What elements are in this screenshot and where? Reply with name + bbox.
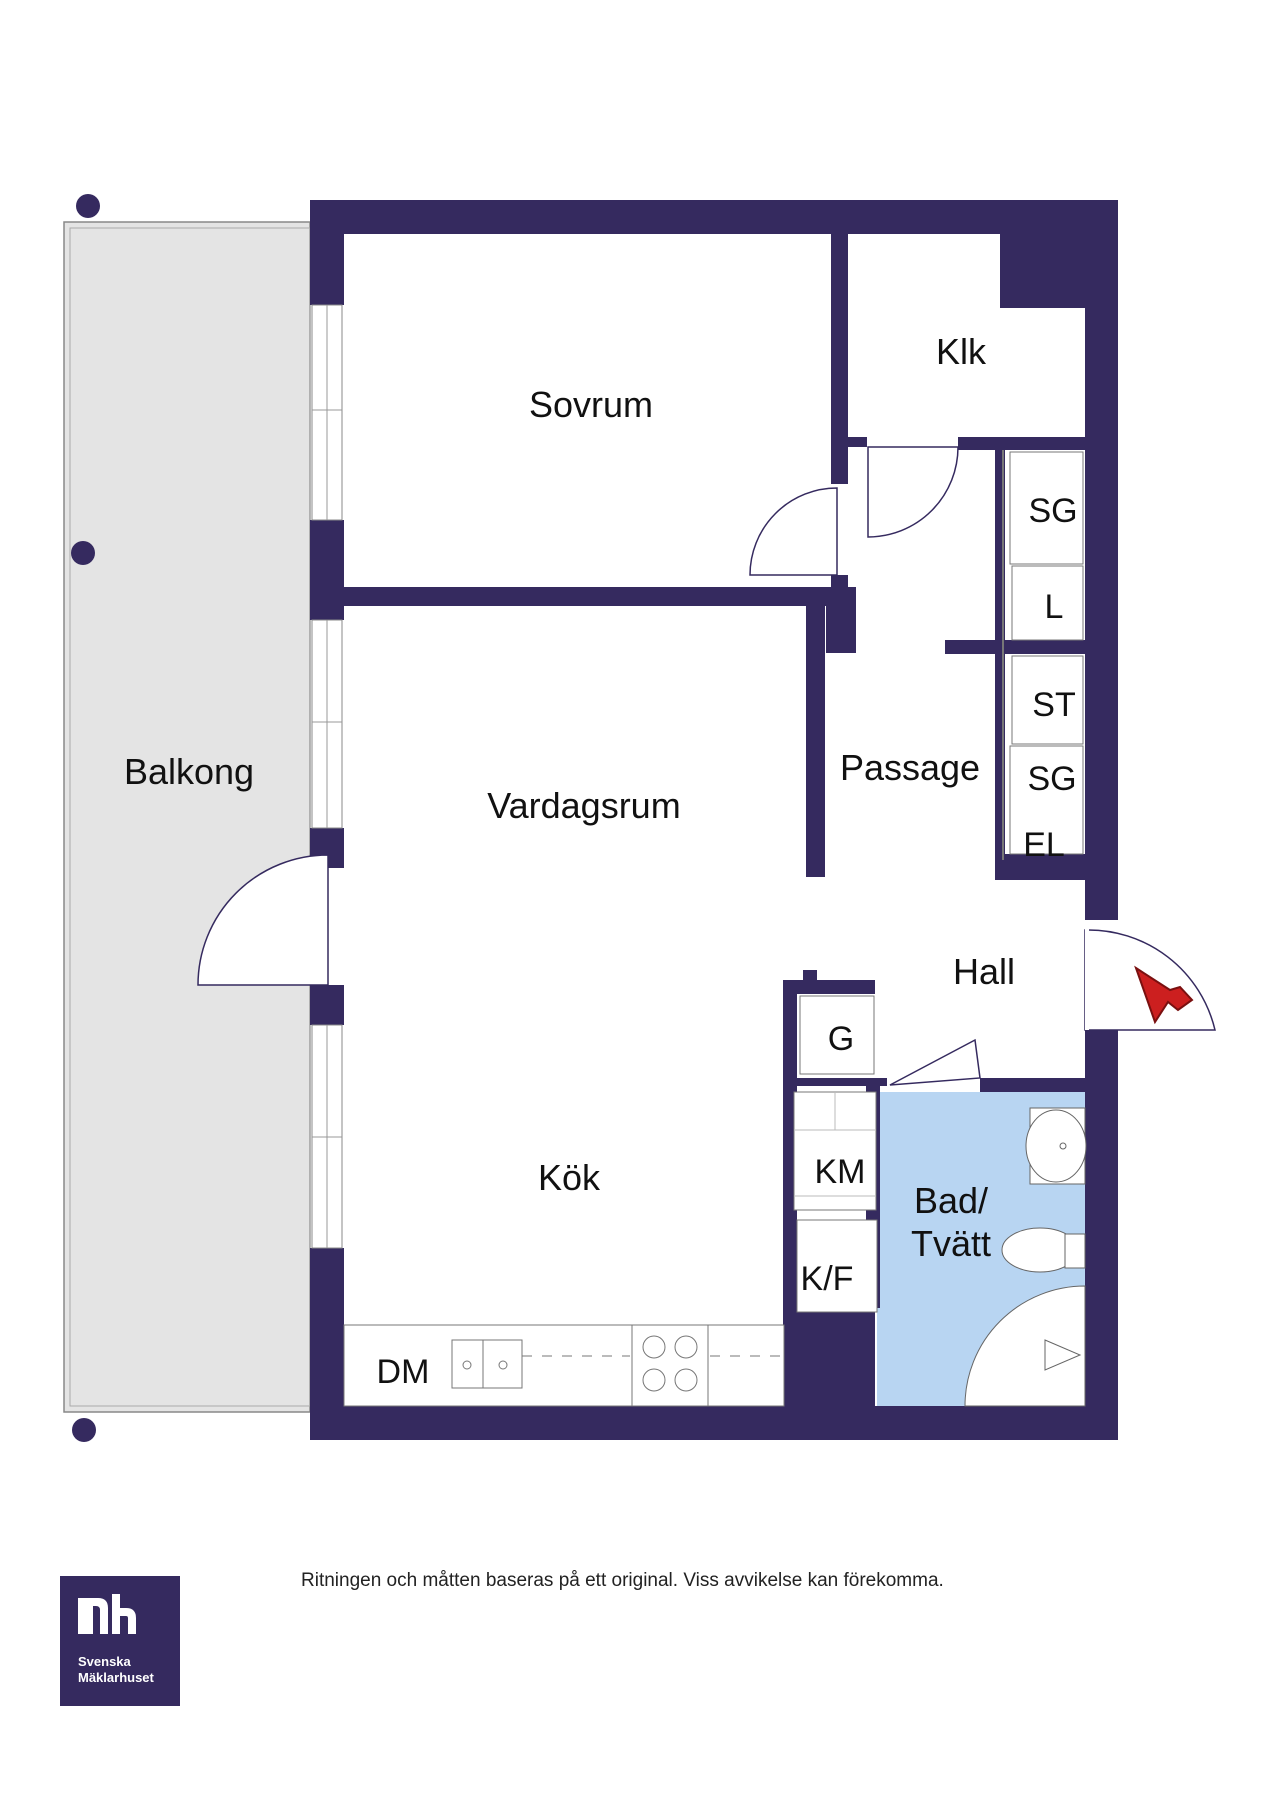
entry-arrow-icon [1134, 965, 1194, 1025]
room-label-balkong: Balkong [124, 751, 254, 792]
logo-text-line2: Mäklarhuset [78, 1670, 154, 1685]
interior-walls [344, 234, 1085, 1410]
balcony-post [76, 194, 100, 218]
shower [964, 1285, 1086, 1407]
stove [631, 1324, 709, 1407]
fixture-label-dm: DM [377, 1353, 430, 1391]
room-label-klk: Klk [936, 331, 987, 372]
washbasin [1025, 1107, 1087, 1185]
balcony-area [63, 221, 311, 1413]
room-label-passage: Passage [840, 747, 980, 788]
stove-burners [642, 1335, 698, 1392]
logo-text-line1: Svenska [78, 1654, 131, 1669]
disclaimer-text: Ritningen och måtten baseras på ett orig… [301, 1570, 944, 1591]
sink [451, 1339, 523, 1389]
closets [1009, 451, 1084, 855]
cabinets [793, 995, 878, 1313]
room-label-vardagsrum: Vardagsrum [487, 785, 680, 826]
toilet [1001, 1227, 1086, 1273]
fixture-label-el: EL [1023, 826, 1065, 864]
balcony-inner-edge [69, 227, 311, 1407]
room-label-hall: Hall [953, 951, 1015, 992]
fixture-label-g: G [828, 1020, 854, 1058]
kitchen-counter [343, 1324, 785, 1407]
balcony-post [71, 541, 95, 565]
svenska-maklarhuset-logo: Svenska Mäklarhuset [60, 1576, 180, 1706]
balcony-post [72, 1418, 96, 1442]
fixture-label-sg-upper: SG [1028, 492, 1077, 530]
room-label-sovrum: Sovrum [529, 384, 653, 425]
fixture-label-kf: K/F [801, 1260, 854, 1298]
logo-mark [60, 1576, 180, 1706]
outer-walls [310, 200, 1118, 1440]
fixture-label-st: ST [1032, 686, 1075, 724]
room-label-bad-line1: Bad/ [914, 1180, 988, 1221]
fixture-label-sg-lower: SG [1027, 760, 1076, 798]
fixture-label-km: KM [815, 1153, 866, 1191]
room-label-bad-line2: Tvätt [911, 1223, 991, 1264]
fixture-label-l: L [1045, 588, 1064, 626]
room-label-kok: Kök [538, 1157, 601, 1198]
